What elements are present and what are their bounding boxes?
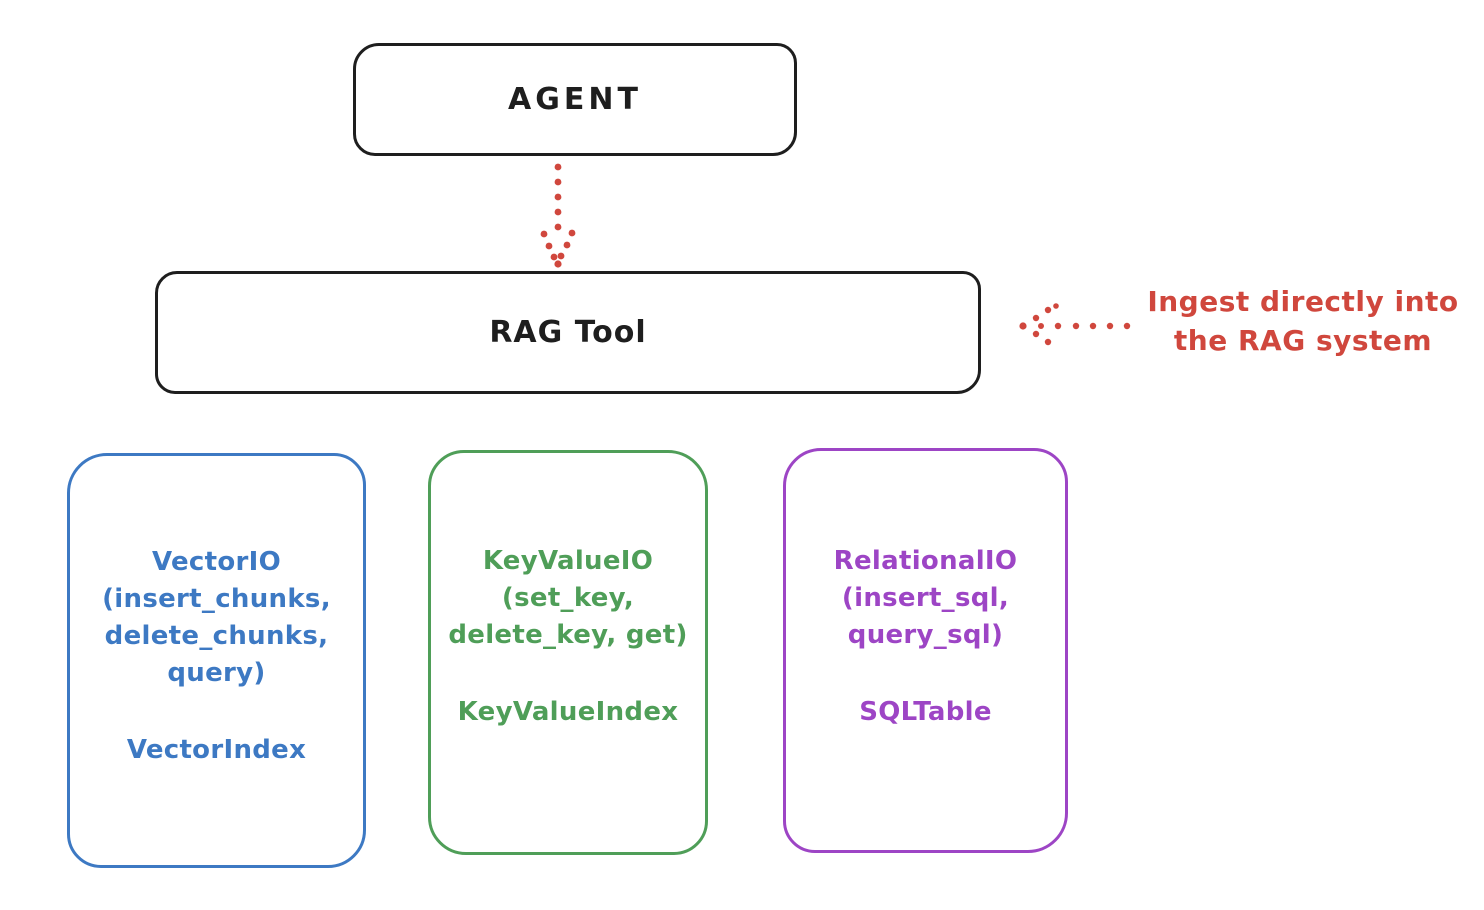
annotation-line-1: Ingest directly into — [1147, 285, 1459, 318]
keyvalue-io-node: KeyValueIO (set_key, delete_key, get) Ke… — [428, 450, 708, 855]
sql-table-label: SQLTable — [859, 697, 992, 727]
relational-io-node: RelationalIO (insert_sql, query_sql) SQL… — [783, 448, 1068, 853]
agent-node: AGENT — [353, 43, 797, 156]
annotation-text: Ingest directly into the RAG system — [1130, 282, 1476, 360]
vector-io-label: VectorIO (insert_chunks, delete_chunks, … — [102, 547, 331, 688]
vector-io-node: VectorIO (insert_chunks, delete_chunks, … — [67, 453, 366, 868]
keyvalue-io-label: KeyValueIO (set_key, delete_key, get) — [448, 546, 688, 650]
keyvalue-index-label: KeyValueIndex — [457, 697, 679, 727]
annotation-line-2: the RAG system — [1173, 324, 1433, 357]
relational-io-label: RelationalIO (insert_sql, query_sql) — [833, 546, 1018, 650]
rag-tool-label: RAG Tool — [489, 315, 647, 350]
vector-index-label: VectorIndex — [126, 735, 307, 765]
rag-tool-node: RAG Tool — [155, 271, 981, 394]
annotation-arrow-icon — [1019, 303, 1131, 346]
agent-to-rag-arrow-icon — [540, 163, 576, 268]
agent-label: AGENT — [508, 82, 642, 117]
